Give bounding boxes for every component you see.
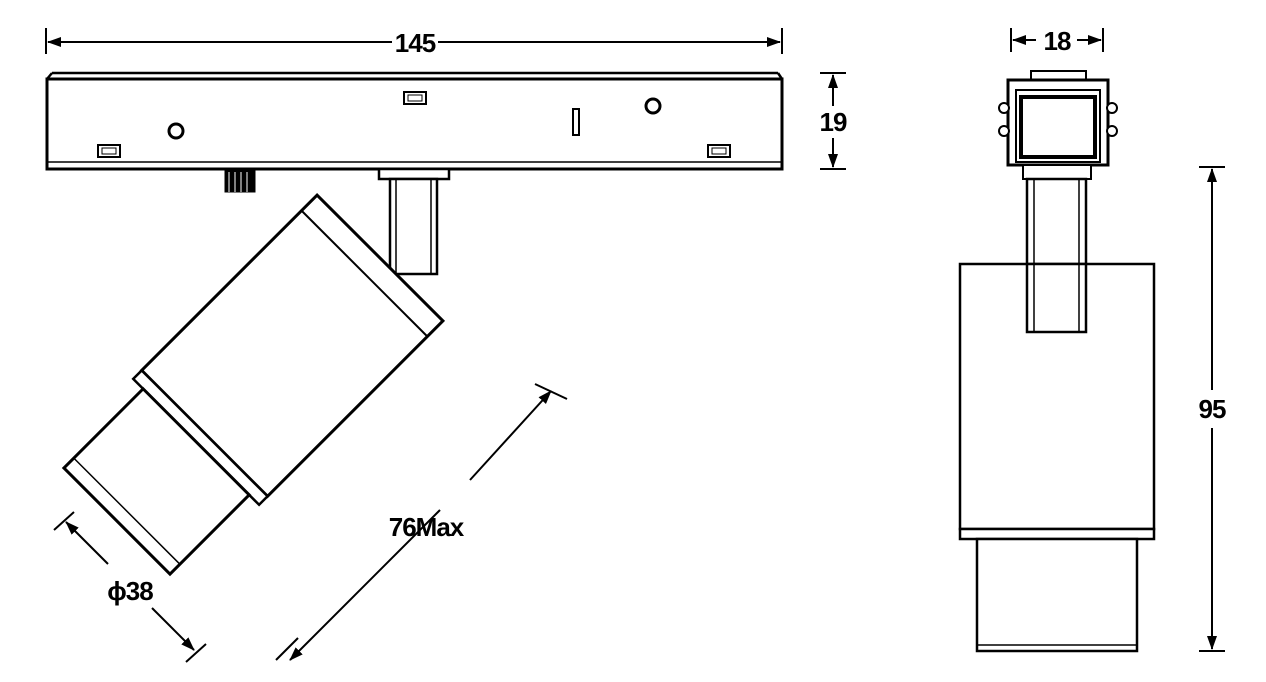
front-lamp-nose xyxy=(975,537,1139,653)
dim-track-height: 19 xyxy=(820,107,847,137)
dimension-lines xyxy=(45,28,1225,663)
dim-track-length: 145 xyxy=(395,28,436,58)
dimension-labels: 145 19 18 95 76Max ϕ38 xyxy=(107,26,1228,606)
slot-indicator xyxy=(572,108,580,136)
side-view xyxy=(45,71,784,577)
lamp-head xyxy=(61,192,446,577)
screw-hole-right xyxy=(644,97,662,115)
stem-collar xyxy=(377,167,451,181)
screw-hole-left xyxy=(167,122,185,140)
stem xyxy=(388,177,439,276)
locking-knob xyxy=(224,167,256,193)
lamp-nose xyxy=(61,386,252,577)
adapter-neck xyxy=(1022,164,1092,180)
dim-head-diameter: ϕ38 xyxy=(107,576,153,606)
dim-head-length: 76Max xyxy=(389,512,465,542)
front-view xyxy=(958,70,1156,653)
dim-adapter-width: 18 xyxy=(1044,26,1071,56)
front-lamp-ring xyxy=(958,527,1156,541)
dim-total-height: 95 xyxy=(1199,394,1226,424)
